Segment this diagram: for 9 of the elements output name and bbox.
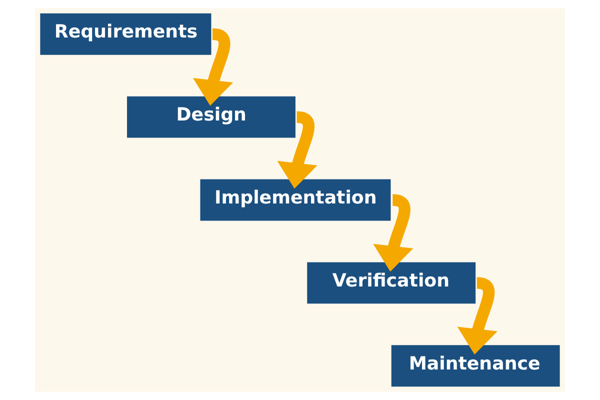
arrow [277, 111, 318, 189]
node-box: Maintenance [391, 345, 560, 387]
node-box: Requirements [40, 13, 212, 55]
arrow [192, 28, 234, 106]
node-box: Design [127, 96, 296, 138]
arrow [457, 277, 498, 354]
node-box: Implementation [200, 179, 391, 221]
node-box: Verification [307, 262, 476, 304]
arrow [373, 194, 414, 272]
